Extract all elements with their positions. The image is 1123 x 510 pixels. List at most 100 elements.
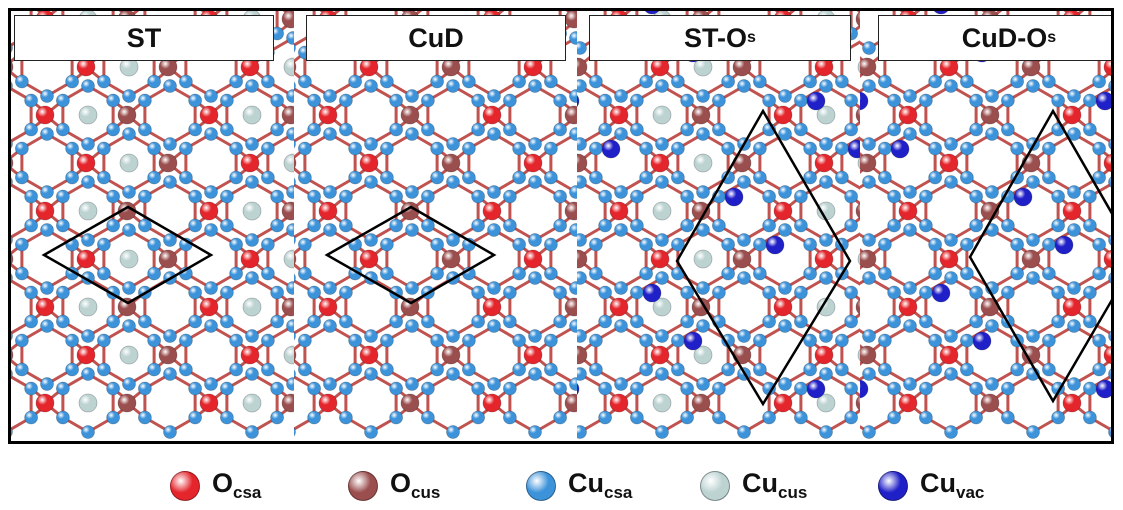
cu-csa-atom: [446, 425, 460, 439]
cu-vac-atom: [806, 91, 826, 111]
cu-csa-atom: [553, 410, 568, 425]
cu-csa-atom: [655, 329, 669, 343]
cu-csa-atom: [1108, 330, 1111, 342]
cu-csa-atom: [270, 285, 285, 300]
cu-csa-atom: [588, 362, 603, 377]
cu-csa-atom: [614, 127, 628, 141]
cu-csa-atom: [577, 137, 587, 151]
cu-csa-atom: [803, 74, 818, 89]
cu-csa-atom: [55, 93, 70, 108]
cu-csa-atom: [420, 314, 435, 329]
legend-item-cu-csa: Cucsa: [526, 468, 632, 503]
cu-csa-atom: [543, 266, 558, 281]
cu-vac-ball-icon: [878, 470, 908, 501]
cu-csa-atom: [96, 362, 111, 377]
cu-csa-atom: [614, 89, 628, 103]
cu-csa-atom: [55, 314, 70, 329]
cu-csa-atom: [40, 89, 54, 103]
cu-csa-atom: [270, 381, 285, 396]
cu-csa-atom: [614, 223, 628, 237]
cu-csa-atom: [711, 285, 726, 300]
cu-csa-atom: [219, 314, 234, 329]
panel-title-text: ST: [126, 22, 162, 53]
cu-csa-atom: [569, 319, 577, 333]
cu-csa-atom: [1108, 426, 1111, 438]
cu-csa-atom: [24, 381, 39, 396]
o-cus-atom: [855, 299, 860, 315]
cu-csa-atom: [1082, 381, 1097, 396]
panel-st: ST: [11, 11, 294, 441]
cu-csa-atom: [877, 170, 892, 185]
cu-vac-atom: [601, 139, 621, 159]
cu-csa-atom: [1051, 314, 1066, 329]
cu-csa-atom: [270, 122, 285, 137]
cu-csa-atom: [553, 285, 568, 300]
cu-csa-atom: [629, 218, 644, 233]
o-csa-atom: [359, 153, 379, 173]
cu-vac-atom: [933, 11, 949, 15]
legend-label-sub: csa: [604, 483, 633, 502]
cu-csa-atom: [803, 170, 818, 185]
o-cus-atom: [691, 105, 711, 125]
cu-csa-atom: [502, 218, 517, 233]
cu-vac-atom: [1095, 379, 1111, 399]
cu-csa-atom: [163, 425, 177, 439]
cu-csa-atom: [1067, 281, 1081, 295]
o-cus-atom: [564, 11, 577, 29]
cu-csa-atom: [1092, 237, 1107, 252]
cu-csa-atom: [903, 89, 917, 103]
cu-csa-atom: [1067, 185, 1081, 199]
cu-csa-atom: [711, 410, 726, 425]
cu-csa-atom: [163, 79, 177, 93]
cu-csa-atom: [969, 381, 984, 396]
cu-csa-atom: [762, 285, 777, 300]
cu-csa-atom: [405, 319, 419, 333]
o-csa-atom: [482, 105, 502, 125]
cu-csa-atom: [670, 74, 685, 89]
cu-csa-atom: [639, 237, 654, 252]
cu-csa-atom: [297, 170, 312, 185]
cu-csa-atom: [512, 333, 527, 348]
o-cus-atom: [400, 393, 420, 413]
cu-csa-atom: [588, 170, 603, 185]
cu-csa-atom: [1067, 223, 1081, 237]
o-cus-atom: [281, 105, 294, 125]
cu-vac-atom: [577, 382, 580, 396]
legend-label-base: Cu: [920, 468, 956, 498]
legend-label: Ocus: [390, 468, 440, 503]
o-csa-atom: [318, 105, 338, 125]
cu-csa-atom: [588, 266, 603, 281]
cu-csa-atom: [862, 175, 876, 189]
cu-csa-atom: [1041, 333, 1056, 348]
o-csa-atom: [773, 297, 793, 317]
o-cus-atom: [564, 201, 577, 221]
cu-csa-atom: [614, 377, 628, 391]
cu-csa-atom: [14, 237, 29, 252]
o-cus-atom: [11, 156, 14, 170]
cu-csa-atom: [405, 185, 419, 199]
cu-csa-atom: [793, 314, 808, 329]
o-cus-atom: [441, 345, 461, 365]
cu-csa-atom: [307, 381, 322, 396]
cu-csa-atom: [577, 271, 587, 285]
cu-csa-atom: [379, 266, 394, 281]
cu-csa-atom: [106, 381, 121, 396]
cu-csa-atom: [543, 141, 558, 156]
cu-csa-atom: [245, 271, 259, 285]
cu-csa-atom: [122, 281, 136, 295]
o-csa-atom: [650, 345, 670, 365]
cu-csa-atom: [40, 223, 54, 237]
cu-csa-atom: [834, 170, 849, 185]
cu-csa-atom: [11, 81, 13, 91]
cu-csa-atom: [147, 170, 162, 185]
cu-csa-atom: [219, 381, 234, 396]
cu-csa-atom: [65, 74, 80, 89]
cu-csa-atom: [721, 237, 736, 252]
cu-cus-atom: [78, 105, 98, 125]
cu-csa-atom: [543, 333, 558, 348]
panel-title-st: ST: [14, 15, 274, 61]
cu-csa-atom: [1108, 176, 1111, 188]
o-csa-atom: [199, 105, 219, 125]
cu-csa-atom: [680, 122, 695, 137]
